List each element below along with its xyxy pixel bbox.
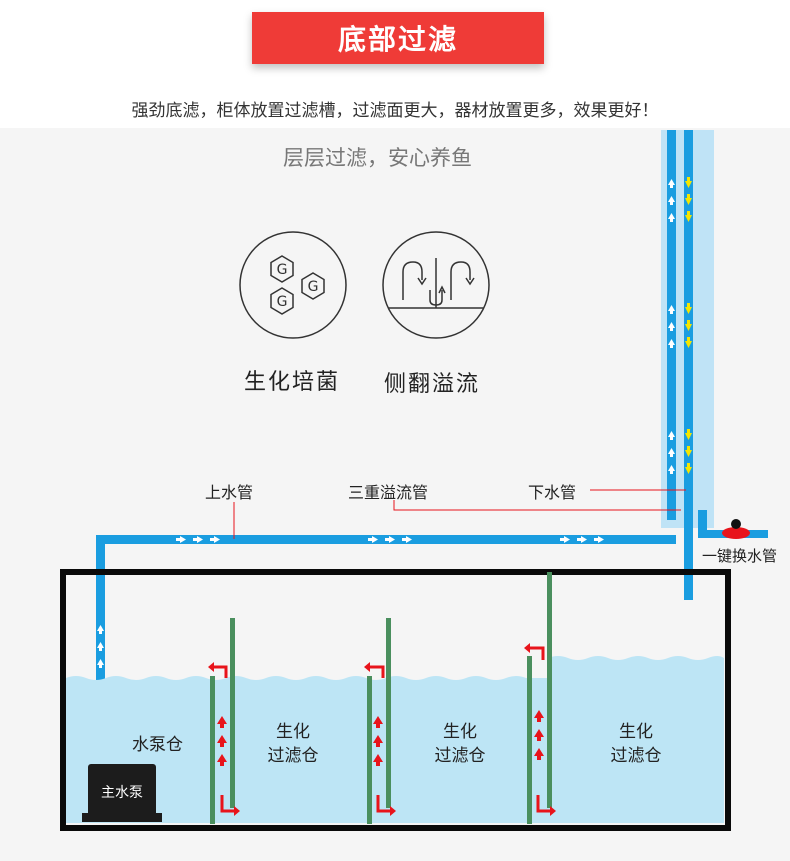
section-banner: 底部过滤 [252, 12, 544, 64]
main-pump-label: 主水泵 [101, 785, 143, 801]
down-pipe-vertical [684, 130, 693, 600]
tank-border [60, 569, 731, 831]
svg-text:G: G [277, 294, 288, 310]
water-right [548, 656, 724, 823]
pipe-flow-arrows [176, 536, 604, 543]
riser-up-arrows [97, 625, 104, 668]
label-down-pipe: 下水管 [528, 483, 577, 502]
feature-label-bio: 生化培菌 [244, 370, 341, 395]
bio-chamber-2-label: 生化过滤仓 [434, 722, 486, 766]
channel-up-arrows [217, 710, 544, 766]
panel-heading: 层层过滤，安心养鱼 [283, 146, 472, 170]
switch-pipe-vertical [698, 510, 707, 538]
divider-2a [367, 676, 372, 824]
tower-up-arrows [668, 179, 675, 474]
svg-text:G: G [308, 279, 319, 295]
overflow-hook-heads [208, 643, 530, 672]
bottom-hook-heads [234, 806, 556, 816]
divider-1a [210, 676, 215, 824]
switch-valve[interactable] [722, 527, 750, 539]
pump-base [82, 813, 162, 822]
svg-text:G: G [277, 262, 288, 278]
section-title: 底部过滤 [337, 23, 458, 56]
water-left [66, 676, 526, 823]
overflow-flow-icon [382, 231, 490, 339]
leader-lines [233, 489, 686, 539]
bio-chamber-3-label: 生化过滤仓 [610, 722, 662, 766]
label-switch-pipe: 一键换水管 [702, 547, 778, 565]
switch-valve-knob[interactable] [731, 519, 741, 529]
bottom-hook-arrows [220, 795, 552, 813]
divider-3a [527, 656, 532, 824]
label-overflow-pipe: 三重溢流管 [348, 483, 429, 502]
main-pump [88, 764, 156, 817]
bio-chamber-1-label: 生化过滤仓 [267, 722, 319, 766]
overflow-hook-arrows [212, 646, 545, 678]
label-up-pipe: 上水管 [205, 483, 254, 502]
bacteria-hexagon-icon: G G G [239, 231, 347, 339]
feature-label-overflow: 侧翻溢流 [384, 372, 481, 397]
up-pipe-riser [96, 535, 105, 775]
subtitle: 强劲底滤，柜体放置过滤槽，过滤面更大，器材放置更多，效果更好！ [131, 101, 659, 121]
divider-2b [386, 618, 391, 808]
tower-down-arrows [685, 177, 692, 474]
divider-3b [547, 572, 552, 808]
pump-chamber-label: 水泵仓 [132, 735, 183, 755]
divider-1b [230, 618, 235, 808]
